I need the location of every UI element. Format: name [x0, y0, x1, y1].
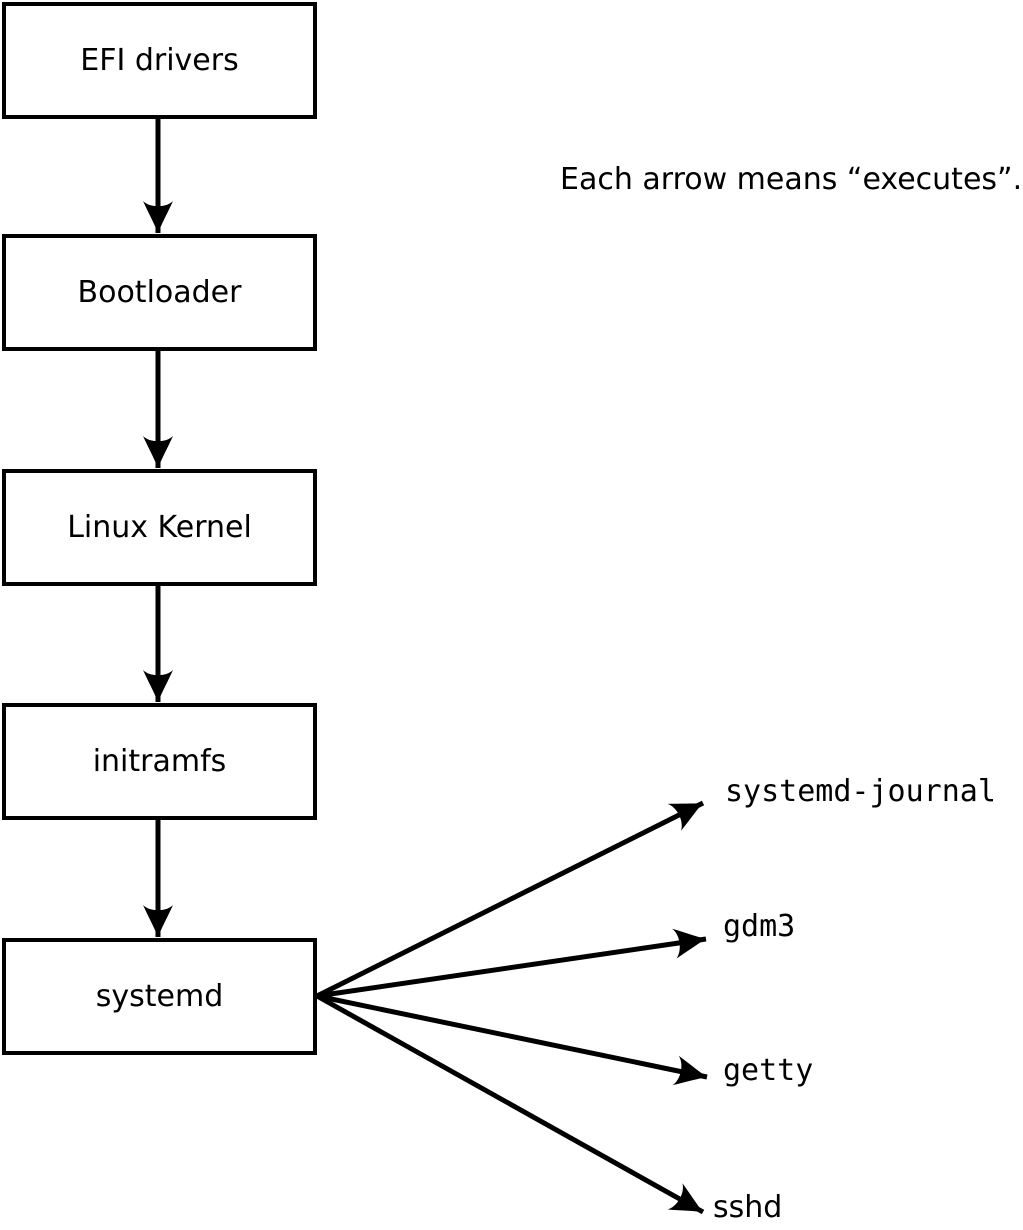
label-sshd: sshd — [713, 1190, 783, 1225]
arrow-systemd-to-getty — [316, 993, 708, 1086]
node-initramfs-label: initramfs — [92, 743, 227, 779]
node-systemd-label: systemd — [95, 978, 224, 1014]
node-efi-drivers: EFI drivers — [2, 2, 317, 119]
node-linux-kernel-label: Linux Kernel — [67, 509, 252, 545]
node-linux-kernel: Linux Kernel — [2, 469, 317, 586]
arrow-systemd-to-sshd — [315, 993, 705, 1215]
label-systemd-journal: systemd-journal — [725, 774, 996, 809]
arrow-systemd-to-gdm3 — [316, 928, 707, 999]
node-efi-drivers-label: EFI drivers — [80, 42, 239, 78]
node-systemd: systemd — [2, 938, 317, 1055]
arrow-systemd-to-journal — [315, 800, 705, 999]
node-initramfs: initramfs — [2, 703, 317, 820]
label-gdm3: gdm3 — [723, 909, 796, 944]
label-getty: getty — [723, 1053, 814, 1088]
caption-arrow-meaning: Each arrow means “executes”. — [560, 162, 1023, 197]
node-bootloader: Bootloader — [2, 234, 317, 351]
node-bootloader-label: Bootloader — [77, 274, 242, 310]
